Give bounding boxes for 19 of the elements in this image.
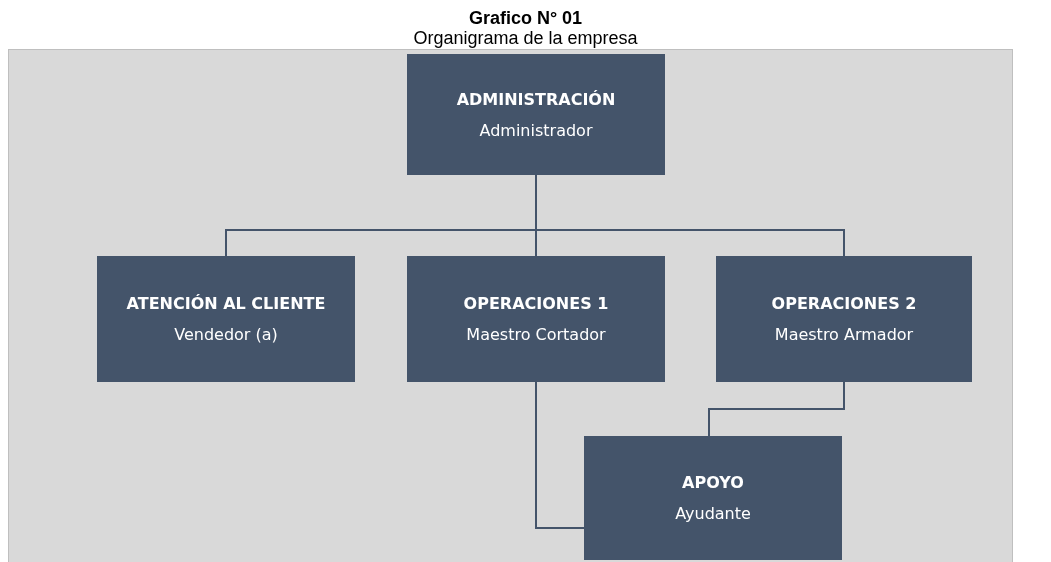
role-heading: APOYO xyxy=(682,473,744,492)
connector-line xyxy=(535,381,585,529)
org-box xyxy=(407,256,665,382)
role-heading: ADMINISTRACIÓN xyxy=(456,89,616,109)
org-box xyxy=(584,436,842,560)
chart-title: Grafico N° 01 xyxy=(467,8,584,29)
org-box xyxy=(97,256,355,382)
role-heading: OPERACIONES 1 xyxy=(463,294,609,313)
role-title: Ayudante xyxy=(675,504,751,523)
connector-line xyxy=(708,381,845,437)
role-heading: ATENCIÓN AL CLIENTE xyxy=(126,294,326,313)
role-heading: OPERACIONES 2 xyxy=(771,294,917,313)
role-title: Maestro Cortador xyxy=(466,325,606,344)
chart-subtitle: Organigrama de la empresa xyxy=(412,28,639,49)
role-title: Maestro Armador xyxy=(774,325,914,344)
org-box xyxy=(407,54,665,175)
role-title: Vendedor (a) xyxy=(174,325,278,344)
org-box xyxy=(716,256,972,382)
role-title: Administrador xyxy=(479,120,593,140)
